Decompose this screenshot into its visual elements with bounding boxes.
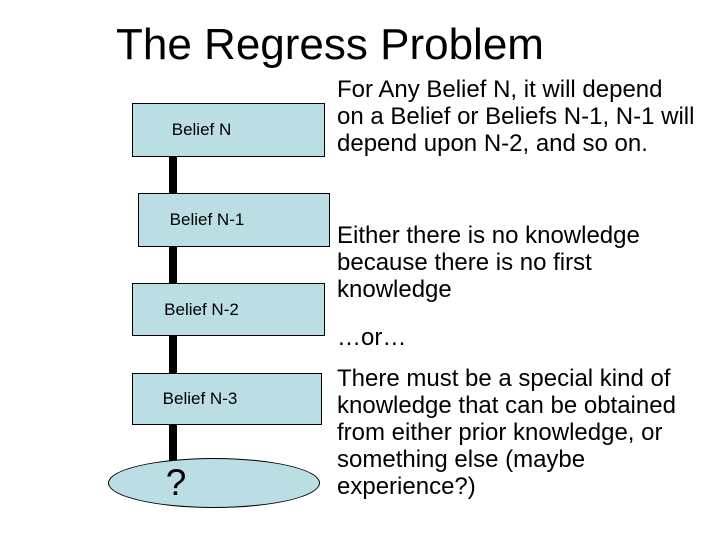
- flowchart-box-label: Belief N: [171, 120, 232, 139]
- paragraph-regress-explanation: For Any Belief N, it will depend on a Be…: [337, 76, 695, 157]
- flowchart-box-label: Belief N-3: [162, 389, 238, 408]
- connector-line-4: [169, 424, 177, 462]
- connector-line-3: [169, 335, 177, 374]
- question-mark-label: ?: [165, 461, 187, 503]
- flowchart-box-label: Belief N-1: [169, 210, 245, 229]
- paragraph-or-separator: …or…: [337, 324, 407, 351]
- flowchart-ellipse-question: ?: [108, 458, 320, 508]
- connector-line-1: [169, 156, 177, 194]
- slide-title: The Regress Problem: [116, 20, 544, 69]
- paragraph-special-knowledge: There must be a special kind of knowledg…: [337, 365, 676, 500]
- connector-line-2: [169, 246, 177, 284]
- flowchart-box-belief-n-2: Belief N-2: [132, 283, 325, 336]
- paragraph-no-knowledge: Either there is no knowledge because the…: [337, 222, 640, 303]
- flowchart-box-belief-n-1: Belief N-1: [138, 193, 330, 247]
- flowchart-box-belief-n: Belief N: [132, 103, 325, 157]
- flowchart-box-label: Belief N-2: [164, 299, 239, 319]
- flowchart-box-belief-n-3: Belief N-3: [132, 373, 322, 425]
